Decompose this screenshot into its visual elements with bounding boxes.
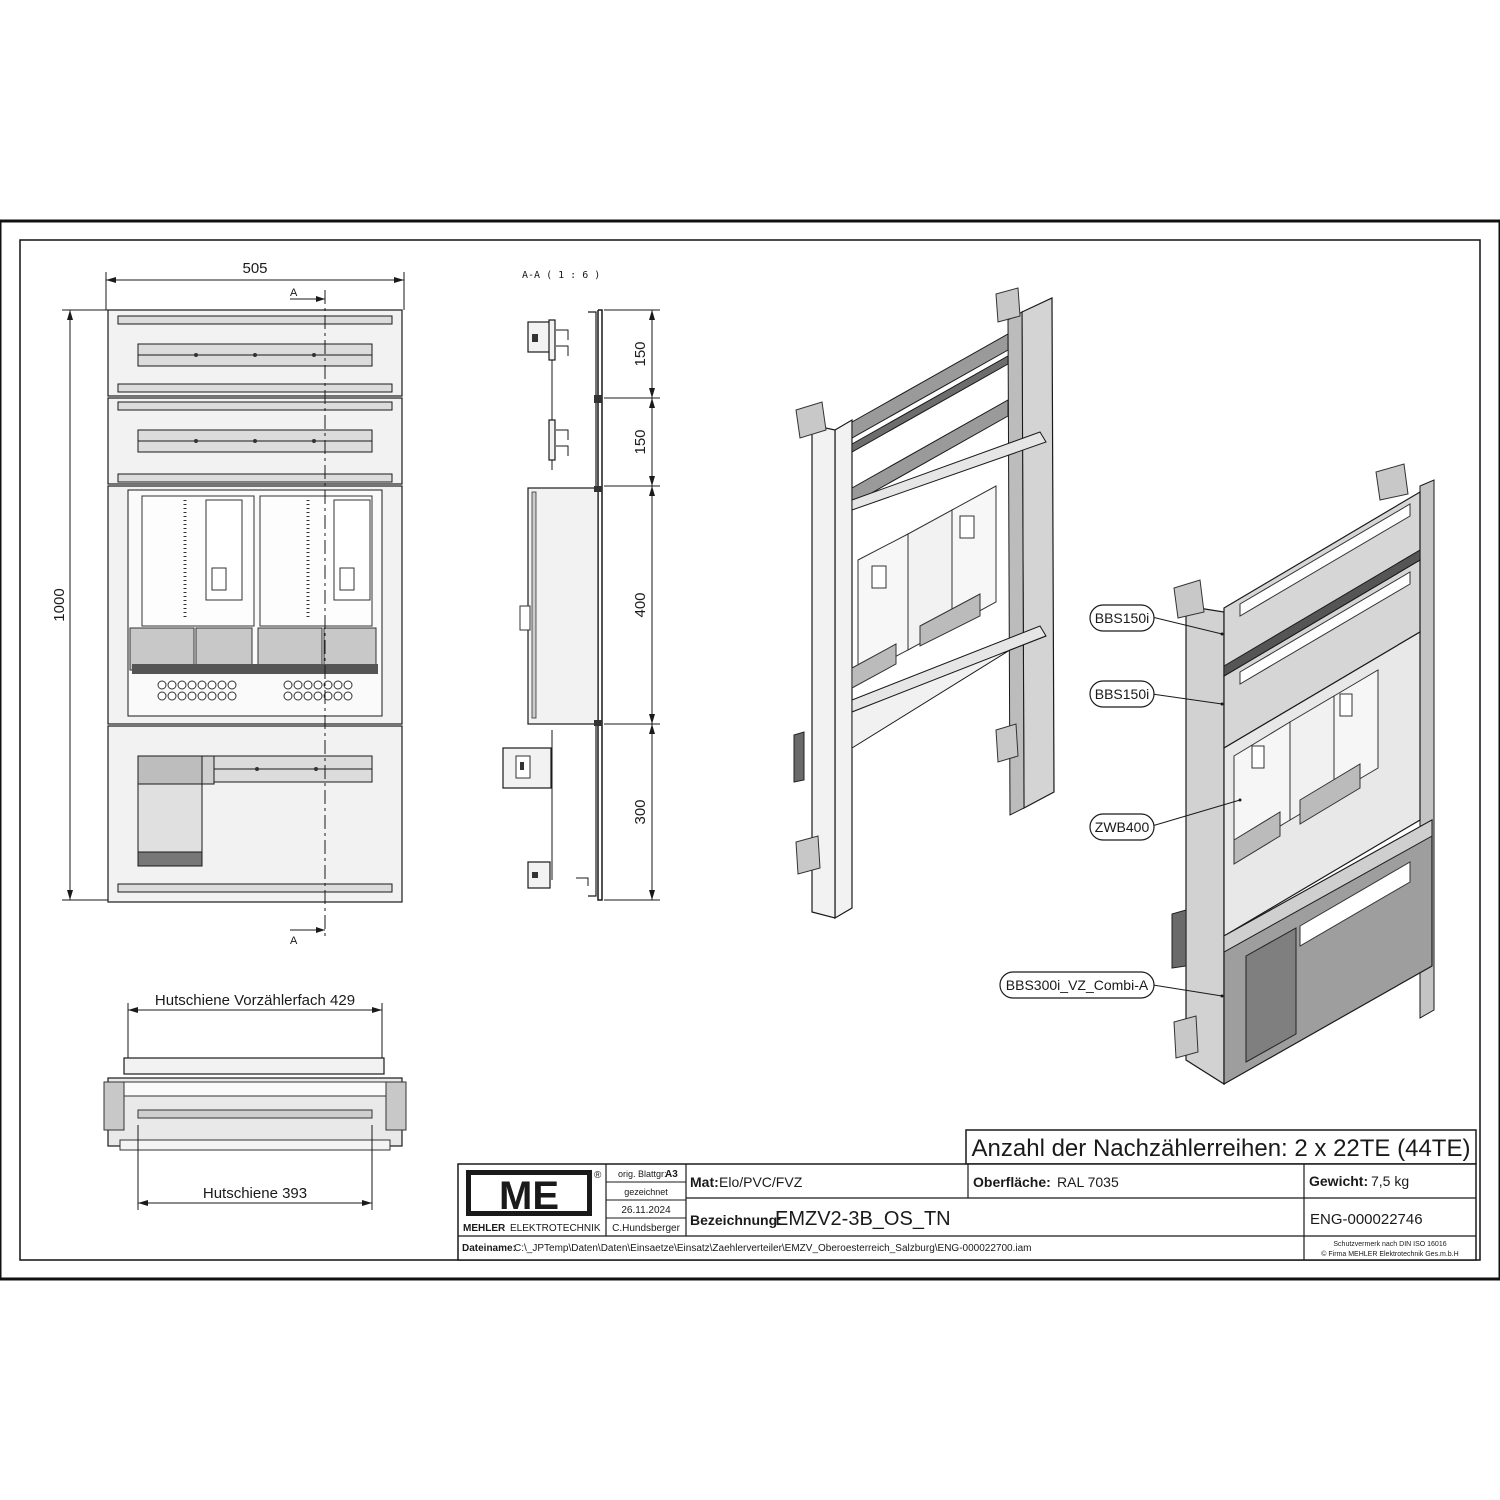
logo-registered: ® — [594, 1170, 602, 1181]
plan-view: Hutschiene Vorzählerfach 429 Hutschiene … — [103, 992, 407, 1210]
protection-note-1: Schutzvermerk nach DIN ISO 16016 — [1333, 1241, 1446, 1248]
dim-din-rail-bottom: Hutschiene 393 — [203, 1185, 307, 1202]
isometric-frame-view — [793, 287, 1055, 920]
surface-label: Oberfläche: — [973, 1174, 1051, 1190]
drawn-label: gezeichnet — [624, 1187, 668, 1197]
filename-value: C:\_JPTemp\Daten\Daten\Einsaetze\Einsatz… — [514, 1243, 1031, 1254]
section-marker-top: A — [290, 287, 298, 299]
callout-zwb400: ZWB400 — [1095, 819, 1150, 835]
surface-value: RAL 7035 — [1057, 1174, 1119, 1190]
orig-sheet-value: A3 — [665, 1169, 678, 1180]
filename-label: Dateiname: — [462, 1243, 516, 1254]
dim-section-2: 150 — [632, 429, 649, 454]
dim-section-1: 150 — [632, 341, 649, 366]
drawn-by: C.Hundsberger — [612, 1223, 680, 1234]
weight-value: 7,5 kg — [1371, 1173, 1409, 1189]
section-label: A-A ( 1 : 6 ) — [522, 270, 600, 281]
callouts: BBS150i BBS150i ZWB400 BBS300i_VZ_Combi-… — [999, 604, 1242, 999]
weight-label: Gewicht: — [1309, 1173, 1368, 1189]
logo-text: ME — [499, 1174, 559, 1218]
section-view: A-A ( 1 : 6 ) — [502, 270, 660, 901]
title-block: Anzahl der Nachzählerreihen: 2 x 22TE (4… — [457, 1129, 1477, 1261]
mat-label: Mat: — [690, 1174, 719, 1190]
dim-width: 505 — [242, 260, 267, 277]
callout-bbs150i-2: BBS150i — [1095, 686, 1149, 702]
callout-bbs150i-1: BBS150i — [1095, 610, 1149, 626]
section-marker-bottom: A — [290, 935, 298, 947]
isometric-assembled-view — [1171, 463, 1435, 1086]
company-bold: MEHLER — [463, 1223, 506, 1234]
company-rest: ELEKTROTECHNIK — [510, 1223, 601, 1234]
dim-din-rail-top: Hutschiene Vorzählerfach 429 — [155, 992, 355, 1009]
outer-frame — [0, 219, 1500, 1281]
headline: Anzahl der Nachzählerreihen: 2 x 22TE (4… — [972, 1135, 1471, 1162]
orig-sheet-label: orig. Blattgr: — [618, 1169, 667, 1179]
drawn-date: 26.11.2024 — [621, 1205, 671, 1216]
dim-section-3: 400 — [632, 592, 649, 617]
designation-label: Bezeichnung: — [690, 1212, 782, 1228]
protection-note-2: © Firma MEHLER Elektrotechnik Ges.m.b.H — [1321, 1250, 1458, 1258]
dim-section-4: 300 — [632, 799, 649, 824]
callout-bbs300i: BBS300i_VZ_Combi-A — [1006, 977, 1149, 993]
front-view: 505 1000 A A — [51, 260, 405, 947]
mat-value: Elo/PVC/FVZ — [719, 1174, 803, 1190]
designation-value: EMZV2-3B_OS_TN — [775, 1208, 951, 1230]
eng-number: ENG-000022746 — [1310, 1211, 1423, 1228]
dim-height: 1000 — [51, 588, 68, 621]
